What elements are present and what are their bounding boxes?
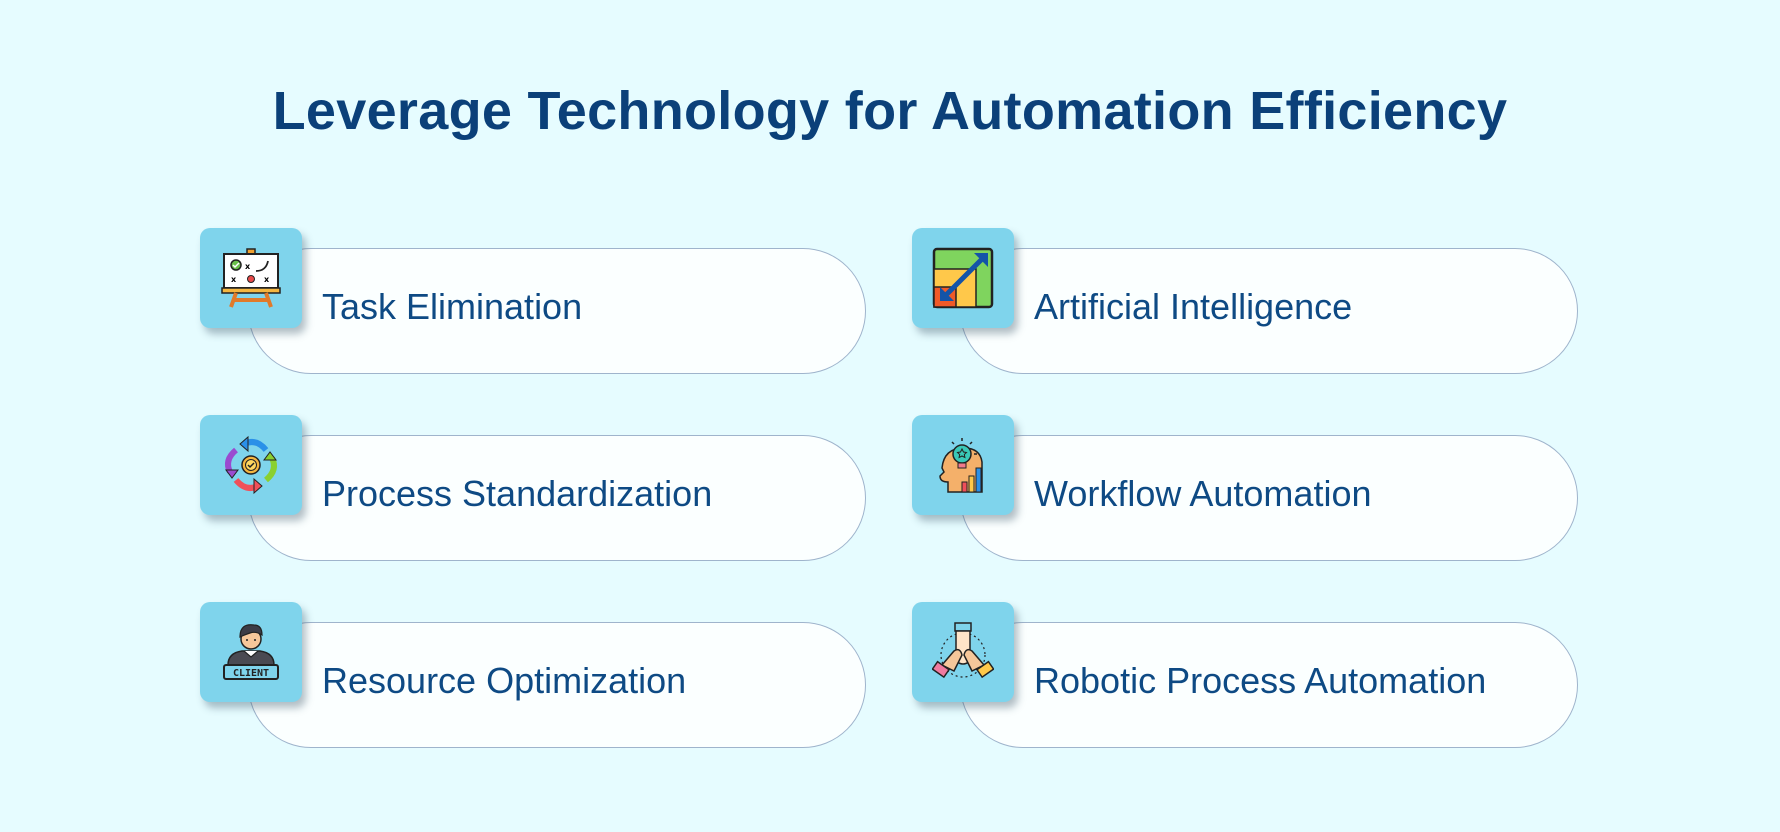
svg-text:CLIENT: CLIENT bbox=[233, 668, 269, 679]
item-card-artificial-intelligence: Artificial Intelligence bbox=[912, 228, 1580, 378]
item-card-process-standardization: Process Standardization bbox=[200, 415, 868, 565]
teamwork-hands-icon bbox=[932, 621, 994, 683]
item-label: Workflow Automation bbox=[1034, 473, 1372, 514]
icon-box bbox=[912, 602, 1014, 702]
item-pill bbox=[960, 435, 1578, 561]
item-label: Task Elimination bbox=[322, 286, 583, 327]
item-card-task-elimination: x x x Task Elimination bbox=[200, 228, 868, 378]
icon-box bbox=[912, 415, 1014, 515]
icon-box: x x x bbox=[200, 228, 302, 328]
icon-box bbox=[200, 415, 302, 515]
item-pill bbox=[960, 248, 1578, 374]
item-label: Artificial Intelligence bbox=[1034, 286, 1353, 327]
page-title: Leverage Technology for Automation Effic… bbox=[272, 81, 1508, 141]
cycle-arrows-check-icon bbox=[220, 434, 282, 496]
svg-text:x: x bbox=[264, 275, 270, 284]
client-person-icon: CLIENT bbox=[220, 621, 282, 683]
item-pill bbox=[248, 435, 866, 561]
item-pill bbox=[248, 248, 866, 374]
svg-text:x: x bbox=[245, 262, 251, 271]
item-card-workflow-automation: Workflow Automation bbox=[912, 415, 1580, 565]
item-pill bbox=[960, 622, 1578, 748]
icon-box: CLIENT bbox=[200, 602, 302, 702]
head-lightbulb-chart-icon bbox=[932, 434, 994, 496]
item-card-robotic-process-automation: Robotic Process Automation bbox=[912, 602, 1580, 752]
growth-chart-arrow-icon bbox=[932, 247, 994, 309]
svg-text:x: x bbox=[231, 275, 237, 284]
item-label: Process Standardization bbox=[322, 473, 713, 514]
item-label: Robotic Process Automation bbox=[1034, 660, 1487, 701]
icon-box bbox=[912, 228, 1014, 328]
whiteboard-strategy-icon: x x x bbox=[220, 247, 282, 309]
item-card-resource-optimization: CLIENT Resource Optimization bbox=[200, 602, 868, 752]
item-label: Resource Optimization bbox=[322, 660, 687, 701]
